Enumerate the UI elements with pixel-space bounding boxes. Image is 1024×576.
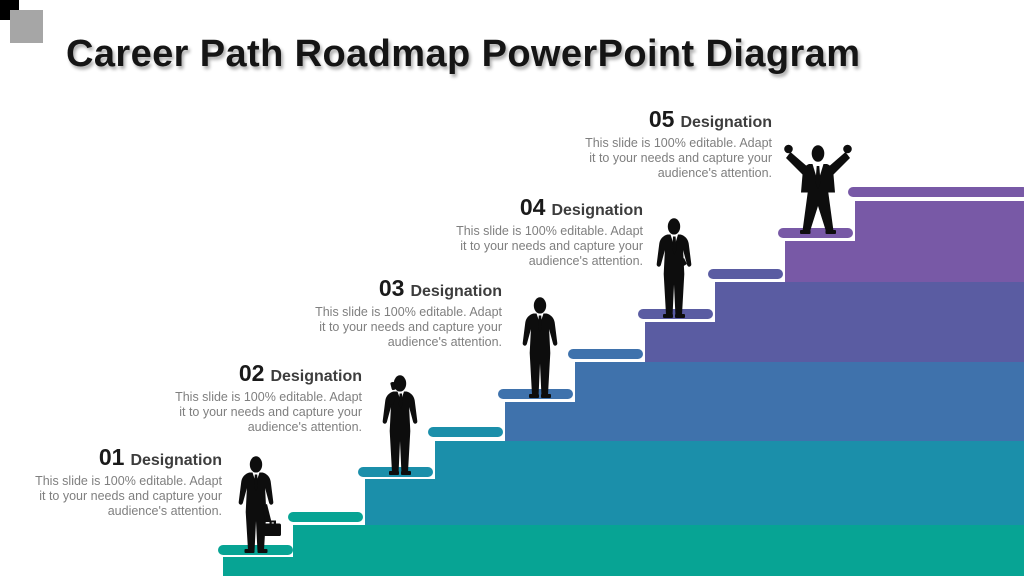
- step-3-number: 03: [378, 275, 405, 301]
- step-4-heading: 04 Designation: [413, 194, 643, 221]
- step-2-description: This slide is 100% editable. Adapt it to…: [175, 390, 362, 434]
- step-5-number: 05: [648, 106, 675, 132]
- step-1-heading: 01 Designation: [0, 444, 222, 471]
- businessman-briefcase-icon: [238, 456, 281, 553]
- step-1-body: [223, 525, 1024, 576]
- step-3-label: Designation: [410, 283, 502, 300]
- step-1-treads: [218, 512, 363, 555]
- step-5-heading: 05 Designation: [542, 106, 772, 133]
- step-1-text-block: 01 Designation This slide is 100% editabl…: [0, 444, 222, 519]
- businessman-phone-icon: [382, 375, 418, 475]
- step-2-text-block: 02 Designation This slide is 100% editabl…: [132, 360, 362, 435]
- businessman-victory-icon: [784, 144, 852, 234]
- step-1-number: 01: [98, 444, 125, 470]
- step-1-description: This slide is 100% editable. Adapt it to…: [35, 474, 222, 518]
- step-4-description: This slide is 100% editable. Adapt it to…: [456, 224, 643, 268]
- step-3-description: This slide is 100% editable. Adapt it to…: [315, 305, 502, 349]
- step-5-label: Designation: [680, 114, 772, 131]
- businessman-standing-icon: [522, 297, 558, 398]
- step-2-label: Designation: [270, 368, 362, 385]
- step-4-number: 04: [519, 194, 546, 220]
- step-3-heading: 03 Designation: [272, 275, 502, 302]
- step-5-description: This slide is 100% editable. Adapt it to…: [585, 136, 772, 180]
- step-2-number: 02: [238, 360, 265, 386]
- step-4-treads: [638, 269, 783, 319]
- step-2-heading: 02 Designation: [132, 360, 362, 387]
- step-3-text-block: 03 Designation This slide is 100% editabl…: [272, 275, 502, 350]
- businessman-hand-in-pocket-icon: [656, 218, 692, 318]
- corner-accent-gray-square: [10, 10, 43, 43]
- step-4-text-block: 04 Designation This slide is 100% editabl…: [413, 194, 643, 269]
- step-1-label: Designation: [130, 452, 222, 469]
- page-title: Career Path Roadmap PowerPoint Diagram: [66, 33, 861, 76]
- step-5-text-block: 05 Designation This slide is 100% editabl…: [542, 106, 772, 181]
- step-4-label: Designation: [551, 202, 643, 219]
